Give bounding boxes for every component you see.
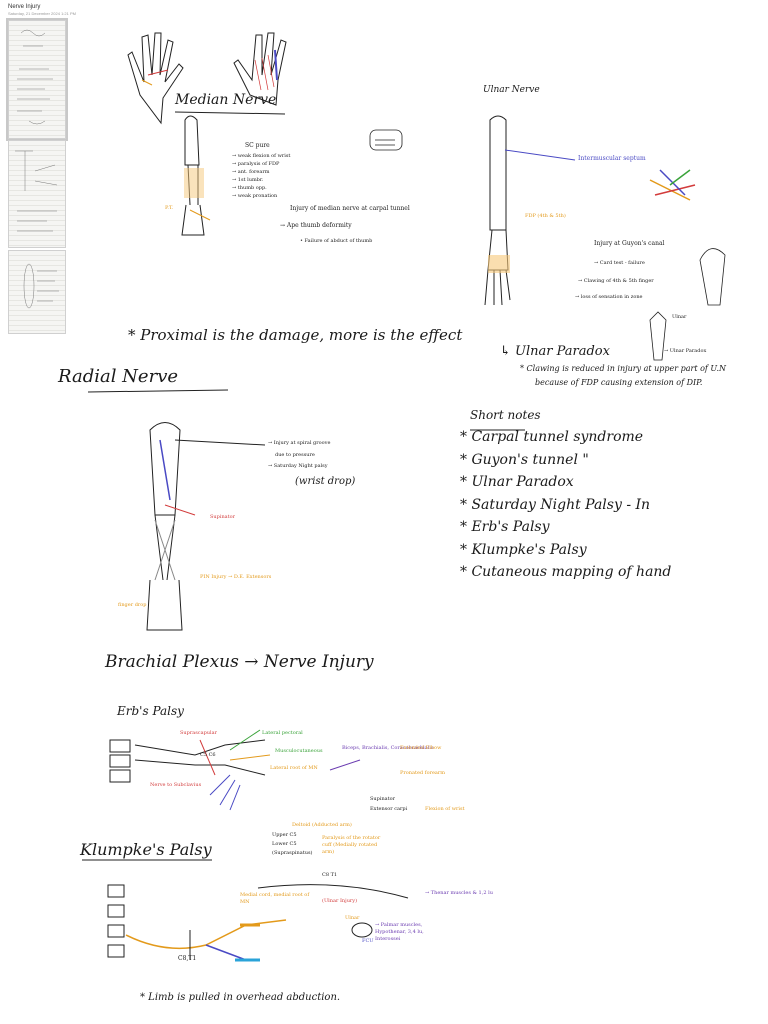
page-thumbnail-1[interactable]: [6, 18, 68, 141]
list-item: * Ulnar Paradox: [460, 474, 574, 490]
list-item: * Saturday Night Palsy - In: [460, 496, 651, 513]
klumpke-medial-cord: Medial cord, medial root of MN: [240, 892, 310, 905]
list-item: * Erb's Palsy: [460, 519, 550, 535]
list-item: * Klumpke's Palsy: [460, 541, 587, 558]
radial-arm-diagram: [146, 422, 266, 631]
radial-wrist-drop: (wrist drop): [295, 476, 356, 487]
erbs-flexion: Flexion of wrist: [425, 806, 465, 812]
list-item: * Carpal tunnel syndrome: [460, 429, 644, 445]
ulnar-fdp-note: FDP (4th & 5th): [525, 213, 566, 219]
erbs-upper: Upper C5: [272, 832, 297, 838]
erbs-paralysis: Paralysis of the rotator cuff (Medially …: [322, 835, 381, 855]
klumpke-ulnar: Ulnar: [345, 915, 360, 921]
erbs-extensor: Extensor carpi: [370, 806, 408, 812]
radial-pressure-note: due to pressure: [275, 452, 315, 458]
radial-nerve-heading: Radial Nerve: [58, 366, 179, 387]
klumpke-plexus-diagram: [107, 884, 409, 962]
page-timestamp: Saturday, 21 December 2024 1:21 PM: [8, 11, 76, 16]
page-title: Nerve Injury: [8, 4, 41, 10]
ulnar-clawing-note: → Clawing of 4th & 5th finger: [578, 278, 654, 284]
ulnar-paradox-title: ↳ Ulnar Paradox: [500, 344, 610, 359]
list-item: → weak flexion of wrist: [232, 153, 291, 159]
hand-diagram-right: [233, 32, 287, 106]
median-nerve-heading: Median Nerve: [175, 92, 277, 108]
median-ape-thumb: → Ape thumb deformity: [280, 222, 352, 229]
page-thumbnail-2[interactable]: [8, 140, 66, 248]
erbs-lower: Lower C5: [272, 841, 297, 847]
erbs-pronated: Pronated forearm: [400, 770, 446, 776]
klumpke-limb-note: * Limb is pulled in overhead abduction.: [140, 992, 341, 1003]
ulnar-small-label: Ulnar: [672, 314, 687, 320]
page-thumbnail-3[interactable]: [8, 250, 66, 334]
proximal-damage-note: * Proximal is the damage, more is the ef…: [128, 326, 463, 344]
page-1-preview: [17, 29, 53, 125]
erbs-deltoid: Deltoid (Adducted arm): [292, 822, 352, 828]
guyon-canal-diagram: [649, 169, 696, 201]
median-wrist-sketch: [369, 129, 403, 151]
list-item: → paralysis of FDP: [232, 161, 280, 167]
ulnar-arm-diagram: [484, 115, 576, 306]
brachial-plexus-heading: Brachial Plexus → Nerve Injury: [105, 652, 374, 672]
hand-diagram-left: [127, 32, 184, 125]
hand-sketch-ulnar: [649, 248, 726, 361]
list-item: * Cutaneous mapping of hand: [460, 564, 672, 580]
median-failure-note: • Failure of abduct of thumb: [300, 238, 373, 244]
ulnar-loss-note: → loss of sensation in zone: [575, 294, 643, 300]
radial-groove-note: → Injury at spiral groove: [268, 440, 331, 446]
page-2-preview: [15, 150, 58, 232]
klumpke-ulnar-injury: (Ulnar Injury): [322, 898, 358, 904]
ulnar-nerve-heading: Ulnar Nerve: [483, 85, 540, 95]
klumpke-palsy-heading: Klumpke's Palsy: [80, 840, 212, 859]
median-underline: [174, 111, 286, 115]
erbs-c5c6: C5 C6: [200, 752, 216, 758]
erbs-lateral-pectoral: Lateral pectoral: [262, 730, 303, 736]
radial-underline: [87, 389, 229, 393]
median-injury-note: Injury of median nerve at carpal tunnel: [290, 205, 410, 212]
erbs-palsy-heading: Erb's Palsy: [117, 704, 184, 718]
erbs-musculocutaneous: Musculocutaneous: [275, 748, 323, 754]
klumpke-fcu: FCU: [362, 938, 374, 944]
ulnar-paradox-small: → Ulnar Paradox: [664, 348, 707, 354]
ulnar-paradox-line-1: * Clawing is reduced in injury at upper …: [520, 364, 726, 373]
radial-finger-drop: finger drop: [118, 602, 147, 608]
radial-saturday-note: → Saturday Night palsy: [268, 463, 328, 469]
erbs-supinator: Supinator: [370, 796, 396, 802]
erbs-biceps: Biceps, Brachialis, Coracobrachialis: [342, 745, 434, 751]
erbs-plexus-diagram: [109, 729, 361, 811]
ulnar-guyon-note: Injury at Guyon's canal: [594, 240, 665, 247]
list-item: → thumb opp.: [232, 185, 267, 191]
klumpke-c8t1: C8,T1: [178, 955, 197, 962]
short-notes-title: Short notes: [470, 408, 541, 422]
klumpke-ct: C8 T1: [322, 872, 338, 878]
erbs-supraspinatus: (Supraspinatus): [272, 850, 313, 856]
page-3-preview: [23, 263, 59, 309]
radial-pin-note: PIN Injury → D.E. Extensors: [200, 574, 272, 580]
radial-supinator-label: Supinator: [210, 514, 236, 520]
median-notes-list: → weak flexion of wrist → paralysis of F…: [232, 152, 290, 200]
list-item: * Guyon's tunnel ": [460, 451, 589, 468]
list-item: → ant. forearm: [232, 169, 270, 175]
klumpke-palmar: → Palmar muscles, Hypothenar, 3,4 lu, In…: [375, 922, 424, 942]
ulnar-septum-note: Intermuscular septum: [578, 155, 646, 162]
list-item: → 1st lumbr.: [232, 177, 264, 183]
erbs-subclavius: Nerve to Subclavius: [150, 782, 202, 788]
median-sc-note: SC pure: [245, 142, 270, 149]
erbs-suprascapular: Suprascapular: [180, 730, 217, 736]
ulnar-card-test: → Card test - failure: [594, 260, 645, 266]
median-pt-label: P.T.: [165, 205, 174, 211]
short-notes-list: * Carpal tunnel syndrome * Guyon's tunne…: [460, 426, 671, 584]
klumpke-thenar: → Thenar muscles & 1,2 lu: [425, 890, 493, 896]
list-item: → weak pronation: [232, 193, 278, 199]
erbs-lateral-root: Lateral root of MN: [270, 765, 318, 771]
ulnar-paradox-line-2: because of FDP causing extension of DIP.: [535, 378, 703, 387]
median-arm-diagram: [181, 115, 211, 236]
erbs-extended-elbow: Extended Elbow: [400, 745, 442, 751]
